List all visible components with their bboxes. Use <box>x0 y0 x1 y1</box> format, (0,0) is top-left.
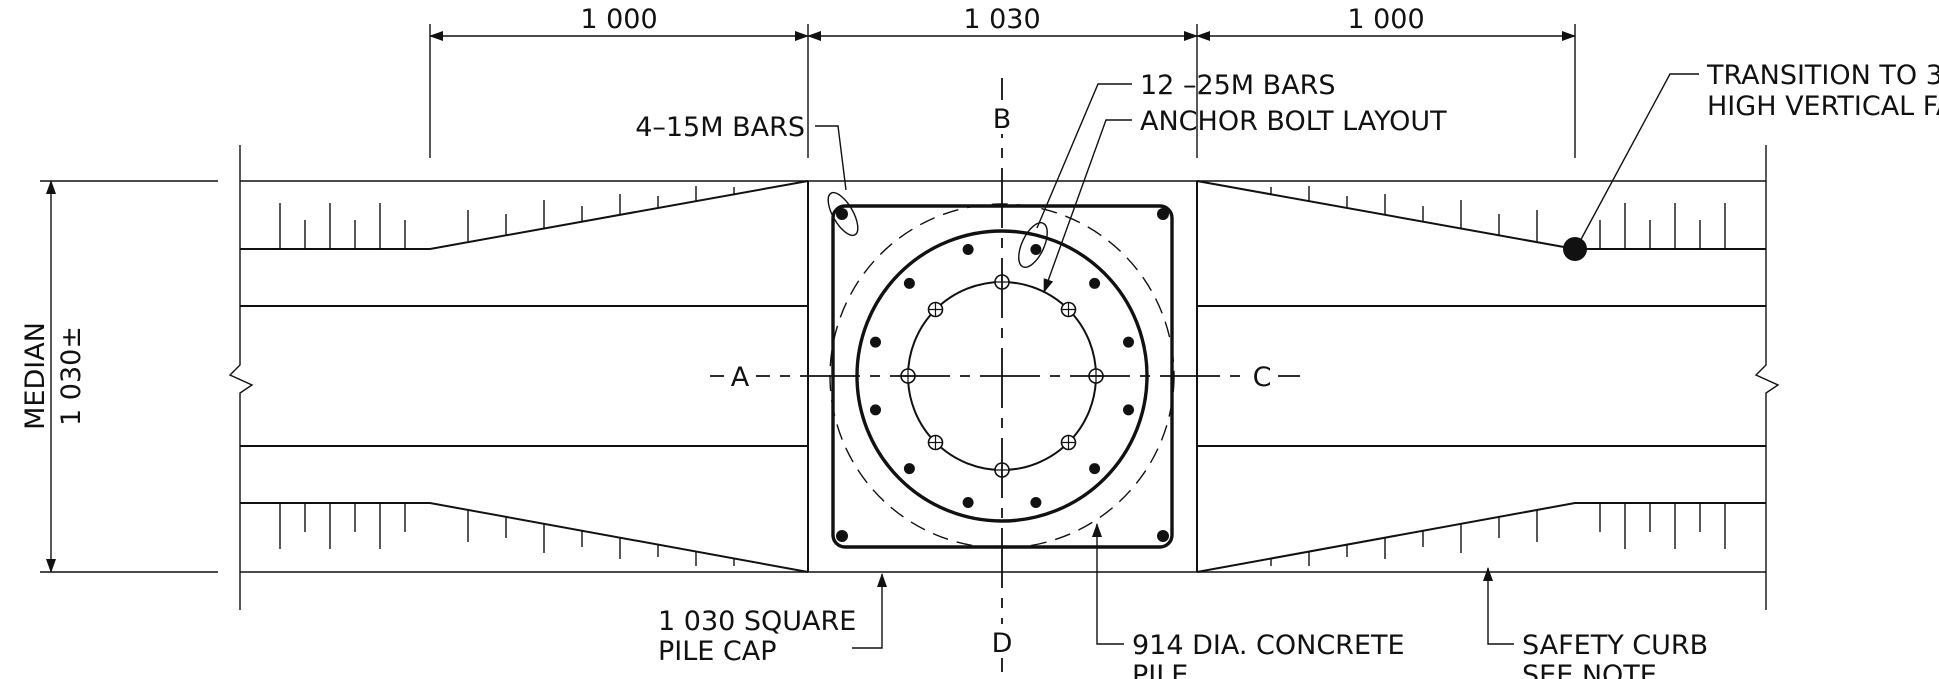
section-b-mask <box>988 100 1016 134</box>
callout-safety-curb-line2: SEE NOTE <box>1522 660 1657 679</box>
safety-curb-top-right <box>1196 180 1766 250</box>
leader-12-25m-bars <box>1036 83 1132 229</box>
section-lines: A B C D <box>710 78 1300 672</box>
callout-transition-line1: TRANSITION TO 33 <box>1706 60 1939 91</box>
transition-point-marker <box>1563 237 1587 261</box>
longitudinal-bar <box>903 463 915 475</box>
anchor-bolt <box>927 434 944 451</box>
callout-pile-cap-line2: PILE CAP <box>658 636 777 667</box>
callout-concrete-pile-line1: 914 DIA. CONCRETE <box>1132 630 1405 661</box>
median-width-dimension: MEDIAN 1 030± <box>20 180 218 573</box>
callout-safety-curb-line1: SAFETY CURB <box>1522 630 1708 661</box>
callout-anchor-bolt-layout: ANCHOR BOLT LAYOUT <box>1140 106 1447 137</box>
corner-bar-top-right <box>1157 208 1169 220</box>
curb-hatch-bottom-left <box>279 503 735 566</box>
leader-concrete-pile <box>1092 523 1124 645</box>
leader-transition <box>1577 73 1699 246</box>
safety-curb-top-left <box>240 180 809 250</box>
longitudinal-bar <box>962 244 974 255</box>
section-a-mask <box>724 358 756 392</box>
curb-hatch-bottom-right <box>1270 503 1726 566</box>
section-d-mask <box>988 624 1016 658</box>
callout-pile-cap-line1: 1 030 SQUARE <box>658 606 856 637</box>
callout-4-15m-bars: 4–15M BARS <box>635 112 805 143</box>
safety-curb-bottom-right <box>1196 502 1766 573</box>
leader-4-15m-bars <box>815 125 847 191</box>
longitudinal-bar <box>1089 463 1101 475</box>
anchor-bolts <box>900 274 1104 478</box>
break-line-right <box>1754 145 1780 610</box>
leader-anchor-bolt-layout <box>1043 119 1132 293</box>
callouts: 4–15M BARS 12 –25M BARS ANCHOR BOLT LAYO… <box>635 60 1939 679</box>
section-label-a: A <box>731 362 750 393</box>
section-label-d: D <box>992 628 1013 659</box>
median-label: MEDIAN <box>20 322 51 430</box>
break-line-left <box>228 145 254 610</box>
longitudinal-bar <box>1089 277 1101 289</box>
callout-12-25m-bars: 12 –25M BARS <box>1140 70 1336 101</box>
section-label-c: C <box>1253 362 1272 393</box>
section-label-b: B <box>993 104 1012 135</box>
corner-bar-bottom-left <box>836 530 848 542</box>
longitudinal-bar <box>1123 336 1134 348</box>
longitudinal-bar <box>1123 404 1134 416</box>
curb-hatch-top-right <box>1270 186 1726 249</box>
anchor-bolt <box>1060 434 1077 451</box>
top-dimension-chain: 1 000 1 030 1 000 <box>429 4 1576 158</box>
section-c-mask <box>1246 358 1278 392</box>
longitudinal-bar <box>962 497 974 508</box>
highlight-4-15m-bars <box>827 191 859 237</box>
dimension-center-text: 1 030 <box>963 4 1040 35</box>
dimension-left-text: 1 000 <box>580 4 657 35</box>
longitudinal-bar <box>1030 244 1042 255</box>
longitudinal-bar <box>870 336 881 348</box>
callout-concrete-pile-line2: PILE <box>1132 660 1188 679</box>
anchor-bolt <box>1060 301 1077 318</box>
longitudinal-bar <box>1030 497 1042 508</box>
leader-pile-cap <box>852 573 887 649</box>
median-outline <box>228 145 1780 610</box>
curb-hatch-top-left <box>279 186 735 249</box>
dimension-right-text: 1 000 <box>1347 4 1424 35</box>
longitudinal-bars <box>870 244 1134 508</box>
longitudinal-bar <box>903 277 915 289</box>
corner-bar-top-left <box>836 208 848 220</box>
anchor-bolt <box>927 301 944 318</box>
median-width-text: 1 030± <box>56 326 87 426</box>
leader-safety-curb <box>1483 567 1514 645</box>
callout-transition-line2: HIGH VERTICAL FA <box>1707 91 1939 122</box>
corner-bar-bottom-right <box>1157 530 1169 542</box>
safety-curb-bottom-left <box>240 502 809 573</box>
highlight-12-25m-bars <box>1018 222 1048 268</box>
longitudinal-bar <box>870 404 881 416</box>
